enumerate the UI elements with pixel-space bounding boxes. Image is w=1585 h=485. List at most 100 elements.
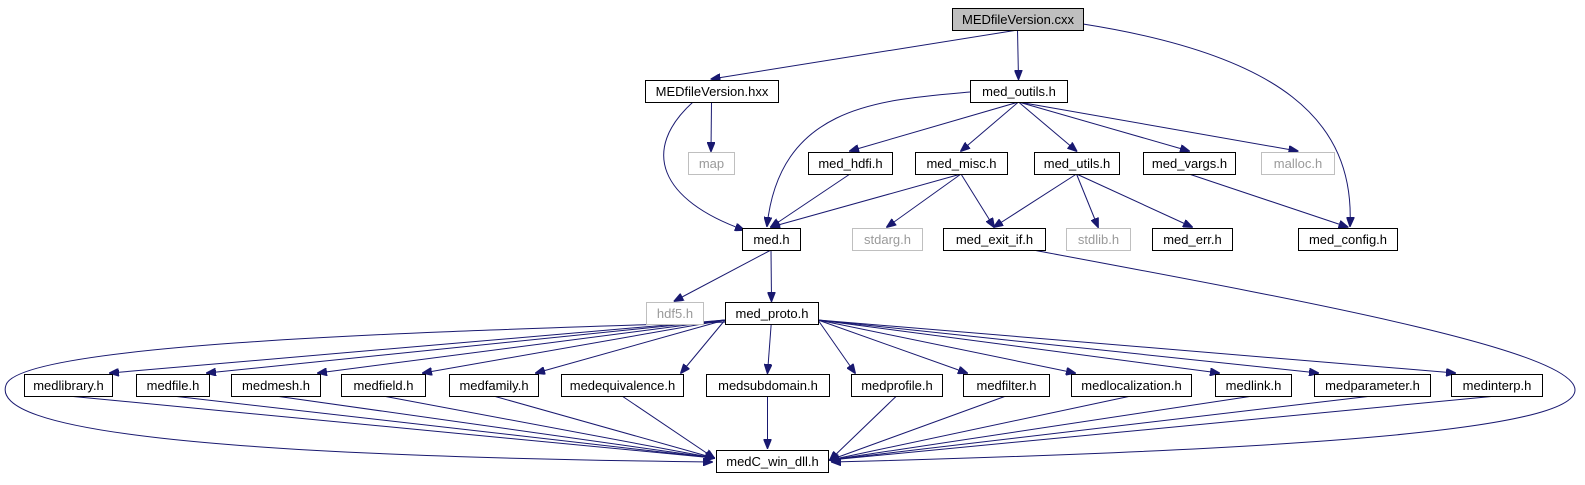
node-med-h[interactable]: med.h: [742, 228, 801, 251]
edge-med-proto-h-to-medfield-h: [423, 319, 726, 373]
node-medlibrary-h[interactable]: medlibrary.h: [24, 374, 113, 397]
edge-med-outils-h-to-med-misc-h: [961, 101, 1019, 151]
node-label: med_utils.h: [1044, 156, 1110, 171]
node-stdarg-h[interactable]: stdarg.h: [852, 228, 923, 251]
node-med-config-h[interactable]: med_config.h: [1298, 228, 1398, 251]
node-label: medprofile.h: [861, 378, 933, 393]
edge-med-proto-h-to-medfile-h: [207, 319, 726, 373]
node-label: medfamily.h: [459, 378, 528, 393]
node-label: MEDfileVersion.hxx: [656, 84, 769, 99]
node-medparameter-h[interactable]: medparameter.h: [1314, 374, 1431, 397]
edge-med-misc-h-to-med-h: [771, 173, 962, 227]
node-medmesh-h[interactable]: medmesh.h: [231, 374, 321, 397]
node-medlocalization-h[interactable]: medlocalization.h: [1071, 374, 1192, 397]
node-medinterp-h[interactable]: medinterp.h: [1451, 374, 1543, 397]
edge-med-outils-h-to-med-utils-h: [1018, 101, 1077, 151]
node-label: stdlib.h: [1078, 232, 1119, 247]
node-medfield-h[interactable]: medfield.h: [341, 374, 426, 397]
node-box: [24, 374, 113, 397]
node-med-exit-if-h[interactable]: med_exit_if.h: [943, 228, 1046, 251]
node-label: medinterp.h: [1463, 378, 1532, 393]
node-label: medlocalization.h: [1081, 378, 1181, 393]
edge-medmesh-h-to-medc-win-dll-h: [275, 395, 715, 458]
edge-medfilter-h-to-medc-win-dll-h: [830, 395, 1007, 460]
node-box: [1143, 152, 1236, 175]
edge-med-proto-h-to-medlink-h: [817, 319, 1219, 373]
node-box: [231, 374, 321, 397]
edge-med-h-to-med-proto-h: [771, 249, 772, 301]
node-med-err-h[interactable]: med_err.h: [1152, 228, 1233, 251]
node-stdlib-h[interactable]: stdlib.h: [1066, 228, 1131, 251]
edge-med-proto-h-to-medlibrary-h: [110, 319, 726, 373]
node-box: [915, 152, 1008, 175]
node-medfileversion-cxx[interactable]: MEDfileVersion.cxx: [952, 8, 1084, 31]
node-label: med_err.h: [1163, 232, 1222, 247]
node-label: medfield.h: [354, 378, 414, 393]
node-label: medsubdomain.h: [718, 378, 818, 393]
edge-med-proto-h-to-medequivalence-h: [681, 319, 726, 373]
edge-medprofile-h-to-medc-win-dll-h: [830, 395, 897, 460]
edge-medequivalence-h-to-medc-win-dll-h: [621, 395, 714, 458]
edge-med-exit-if-h-to-medc-win-dll-h: [832, 249, 1576, 462]
node-box: [742, 228, 801, 251]
node-medc-win-dll-h[interactable]: medC_win_dll.h: [716, 450, 829, 473]
node-malloc-h[interactable]: malloc.h: [1261, 152, 1335, 175]
node-label: med_outils.h: [982, 84, 1056, 99]
node-medprofile-h[interactable]: medprofile.h: [851, 374, 943, 397]
node-med-proto-h[interactable]: med_proto.h: [725, 302, 819, 325]
edge-medlibrary-h-to-medc-win-dll-h: [67, 395, 714, 458]
node-label: medC_win_dll.h: [726, 454, 819, 469]
node-med-hdfi-h[interactable]: med_hdfi.h: [808, 152, 893, 175]
node-box: [1152, 228, 1233, 251]
edge-medlocalization-h-to-medc-win-dll-h: [830, 395, 1132, 460]
edge-med-utils-h-to-med-err-h: [1076, 173, 1193, 227]
node-box: [1261, 152, 1335, 175]
node-label: MEDfileVersion.cxx: [962, 12, 1074, 27]
node-medequivalence-h[interactable]: medequivalence.h: [561, 374, 684, 397]
edge-med-proto-h-to-medinterp-h: [817, 319, 1455, 373]
node-med-vargs-h[interactable]: med_vargs.h: [1143, 152, 1236, 175]
edge-medfileversion-hxx-to-med-h: [663, 101, 744, 230]
node-label: med_exit_if.h: [956, 232, 1033, 247]
node-label: medlibrary.h: [33, 378, 104, 393]
edge-med-proto-h-to-medfilter-h: [817, 319, 967, 373]
node-med-utils-h[interactable]: med_utils.h: [1034, 152, 1120, 175]
node-label: med_proto.h: [736, 306, 809, 321]
node-med-outils-h[interactable]: med_outils.h: [970, 80, 1068, 103]
node-box: [1451, 374, 1543, 397]
node-label: stdarg.h: [864, 232, 911, 247]
edge-medfileversion-cxx-to-medfileversion-hxx: [712, 29, 1018, 79]
edges-layer: [4, 23, 1576, 462]
node-label: med_vargs.h: [1152, 156, 1227, 171]
edge-med-h-to-hdf5-h: [675, 249, 772, 301]
node-medfamily-h[interactable]: medfamily.h: [449, 374, 539, 397]
node-hdf5-h[interactable]: hdf5.h: [646, 302, 704, 325]
edge-med-outils-h-to-malloc-h: [1018, 101, 1298, 151]
node-label: medmesh.h: [242, 378, 310, 393]
node-box: [963, 374, 1050, 397]
node-box: [1298, 228, 1398, 251]
edge-med-proto-h-to-medparameter-h: [817, 319, 1318, 373]
node-label: malloc.h: [1274, 156, 1322, 171]
node-medlink-h[interactable]: medlink.h: [1215, 374, 1292, 397]
node-box: [1215, 374, 1292, 397]
edge-medfileversion-cxx-to-med-config-h: [1082, 23, 1350, 226]
node-label: medfile.h: [147, 378, 200, 393]
edge-med-proto-h-to-medsubdomain-h: [768, 319, 772, 373]
node-med-misc-h[interactable]: med_misc.h: [915, 152, 1008, 175]
node-box: [645, 80, 779, 103]
node-medfilter-h[interactable]: medfilter.h: [963, 374, 1050, 397]
node-medfile-h[interactable]: medfile.h: [136, 374, 210, 397]
node-medfileversion-hxx[interactable]: MEDfileVersion.hxx: [645, 80, 779, 103]
node-box: [851, 374, 943, 397]
node-medsubdomain-h[interactable]: medsubdomain.h: [706, 374, 830, 397]
node-map[interactable]: map: [688, 152, 735, 175]
edge-med-outils-h-to-med-hdfi-h: [850, 101, 1019, 151]
edge-medfile-h-to-medc-win-dll-h: [172, 395, 715, 458]
edge-med-vargs-h-to-med-config-h: [1188, 173, 1348, 227]
node-box: [970, 80, 1068, 103]
node-label: med_hdfi.h: [818, 156, 882, 171]
node-box: [808, 152, 893, 175]
node-label: medparameter.h: [1325, 378, 1420, 393]
